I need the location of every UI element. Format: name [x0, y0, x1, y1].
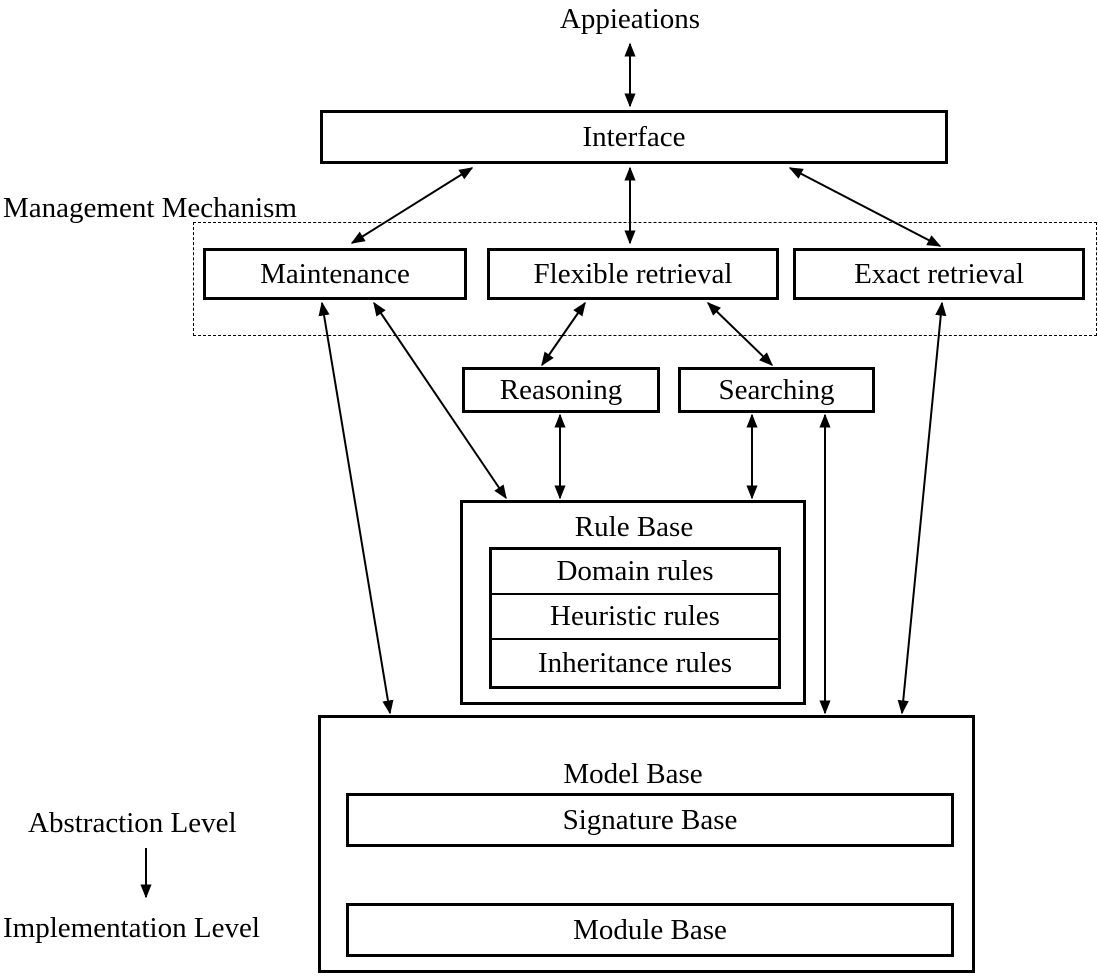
interface-label: Interface [582, 120, 686, 153]
reasoning-label: Reasoning [499, 373, 623, 406]
rule-base-title: Rule Base [574, 511, 694, 543]
model-base-title: Model Base [563, 758, 703, 790]
flexible-retrieval-label: Flexible retrieval [533, 257, 733, 290]
rule-list: Domain rules Heuristic rules Inheritance… [489, 547, 781, 689]
arrow-flexible-searching [706, 302, 774, 366]
arrow-flexible-reasoning [541, 301, 586, 367]
signature-base-box: Signature Base [346, 793, 954, 847]
maintenance-label: Maintenance [260, 257, 410, 290]
rule-item-domain: Domain rules [492, 550, 778, 595]
rule-item-inheritance: Inheritance rules [537, 646, 733, 679]
management-mechanism-label: Management Mechanism [3, 192, 297, 224]
arrow-interface-maintenance [350, 167, 474, 244]
management-mechanism-group [193, 222, 1097, 336]
interface-box: Interface [320, 110, 948, 164]
exact-retrieval-label: Exact retrieval [854, 257, 1024, 290]
rule-item-heuristic: Heuristic rules [492, 595, 778, 640]
searching-label: Searching [718, 373, 835, 406]
applications-label: Appieations [559, 3, 701, 35]
maintenance-box: Maintenance [203, 248, 467, 300]
module-base-label: Module Base [573, 913, 727, 946]
flexible-retrieval-box: Flexible retrieval [487, 248, 779, 300]
module-base-box: Module Base [346, 903, 954, 957]
model-base-box: Model Base Signature Base Module Base [318, 715, 975, 973]
reasoning-box: Reasoning [462, 367, 660, 413]
rule-base-box: Rule Base Domain rules Heuristic rules I… [460, 500, 806, 705]
abstraction-level-label: Abstraction Level [28, 807, 237, 839]
searching-box: Searching [678, 367, 875, 413]
exact-retrieval-box: Exact retrieval [793, 248, 1085, 300]
arrow-maintenance-modelbase [318, 301, 394, 715]
signature-base-label: Signature Base [562, 803, 738, 836]
implementation-level-label: Implementation Level [3, 912, 260, 944]
arrow-exact-modelbase [897, 301, 947, 715]
arrow-interface-exact [788, 167, 942, 247]
